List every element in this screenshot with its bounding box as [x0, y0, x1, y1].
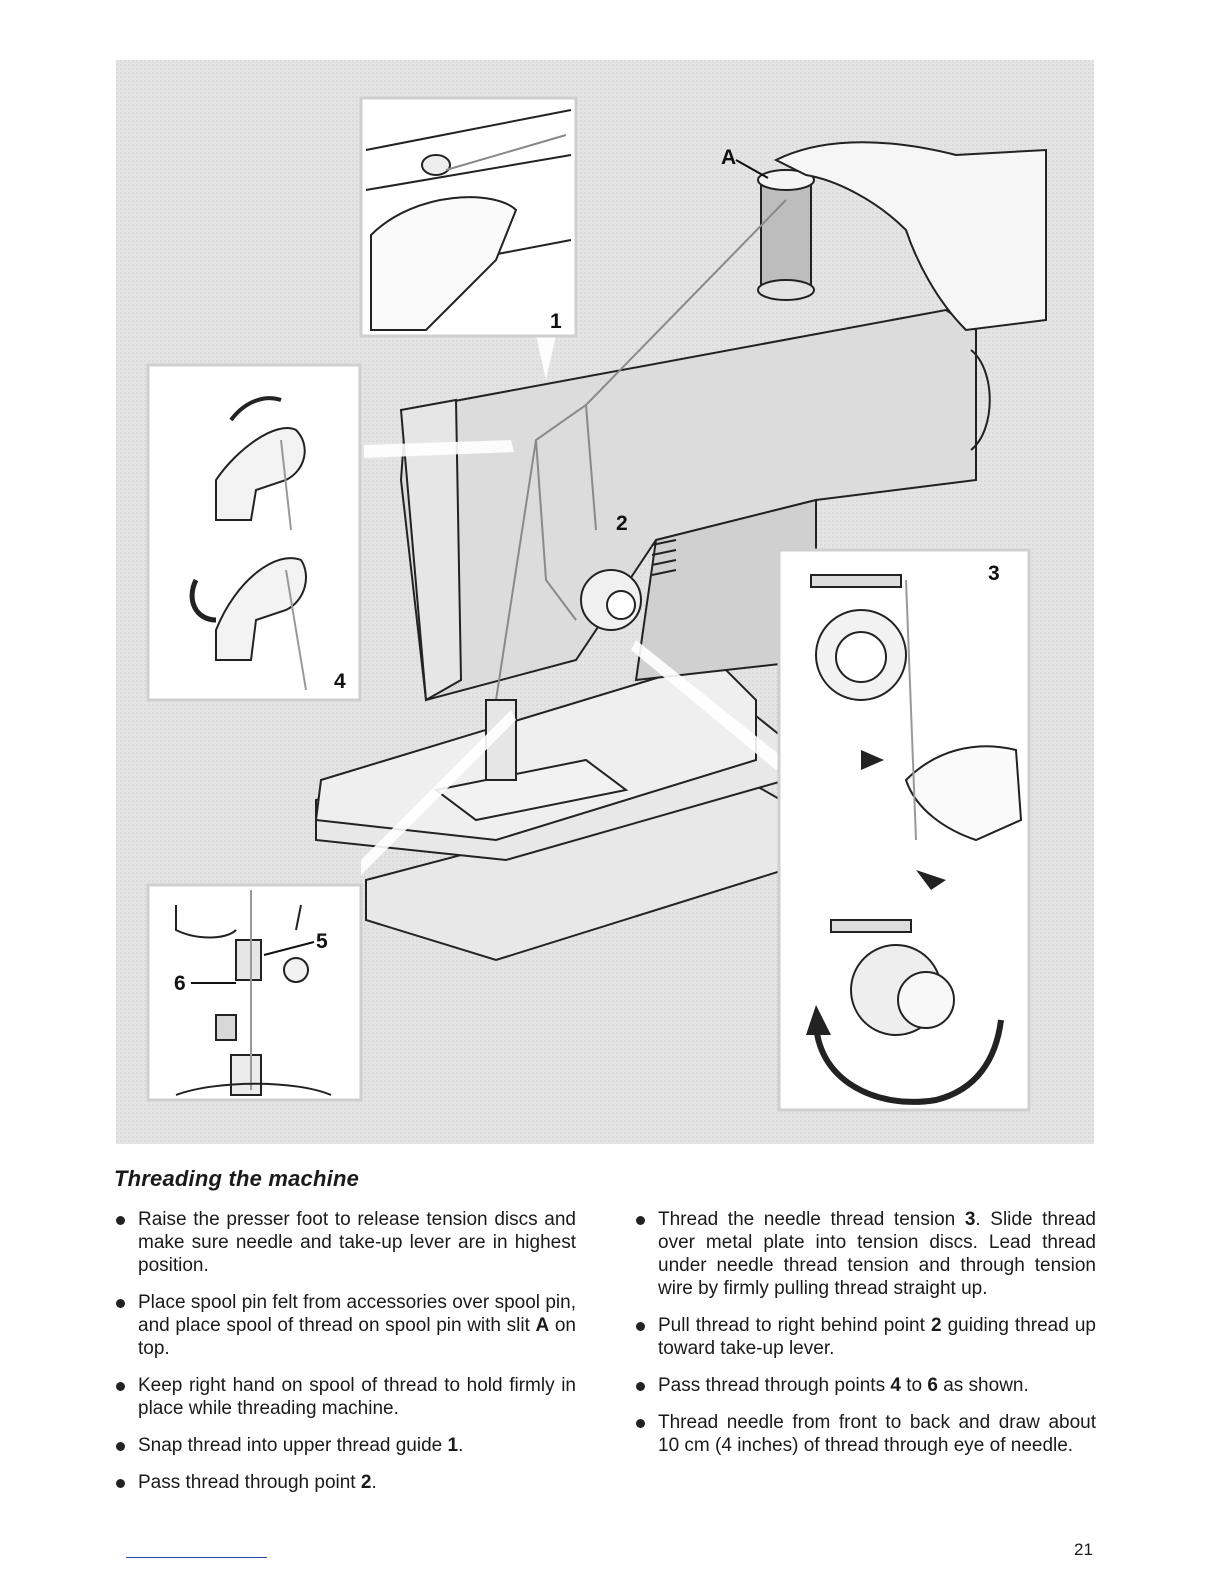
bullet-icon	[116, 1442, 125, 1451]
instruction-item: Snap thread into upper thread guide 1.	[114, 1434, 576, 1457]
instruction-item: Raise the presser foot to release tensio…	[114, 1208, 576, 1277]
bullet-icon	[116, 1382, 125, 1391]
bullet-icon	[636, 1419, 645, 1428]
inset-take-up-lever	[148, 365, 360, 700]
bullet-icon	[116, 1479, 125, 1488]
threading-illustration: A 1 2 3 4 5 6	[116, 60, 1094, 1144]
callout-1: 1	[550, 310, 562, 333]
footer-rule	[126, 1557, 267, 1558]
instruction-item: Keep right hand on spool of thread to ho…	[114, 1374, 576, 1420]
spool-of-thread	[758, 170, 814, 300]
bullet-icon	[636, 1216, 645, 1225]
callout-3: 3	[988, 562, 1000, 585]
instruction-item: Pass thread through points 4 to 6 as sho…	[634, 1374, 1096, 1397]
inset-needle-tension	[779, 550, 1029, 1110]
inset-thread-guide	[361, 98, 576, 336]
instructions-right-column: Thread the needle thread tension 3. Slid…	[634, 1208, 1096, 1471]
bullet-icon	[116, 1216, 125, 1225]
instruction-item: Pass thread through point 2.	[114, 1471, 576, 1494]
callout-4: 4	[334, 670, 346, 693]
bullet-icon	[116, 1299, 125, 1308]
bullet-icon	[636, 1322, 645, 1331]
instruction-item: Pull thread to right behind point 2 guid…	[634, 1314, 1096, 1360]
tension-dial	[581, 570, 641, 630]
callout-a: A	[721, 146, 736, 169]
callout-5: 5	[316, 930, 328, 953]
instruction-item: Thread the needle thread tension 3. Slid…	[634, 1208, 1096, 1300]
bullet-icon	[636, 1382, 645, 1391]
section-heading: Threading the machine	[114, 1166, 359, 1192]
instruction-item: Place spool pin felt from accessories ov…	[114, 1291, 576, 1360]
sewing-machine-drawing: A 1 2 3 4 5 6	[116, 60, 1094, 1144]
callout-2: 2	[616, 512, 628, 535]
callout-6: 6	[174, 972, 186, 995]
instructions-left-column: Raise the presser foot to release tensio…	[114, 1208, 576, 1508]
instruction-item: Thread needle from front to back and dra…	[634, 1411, 1096, 1457]
page-number: 21	[1074, 1540, 1093, 1560]
